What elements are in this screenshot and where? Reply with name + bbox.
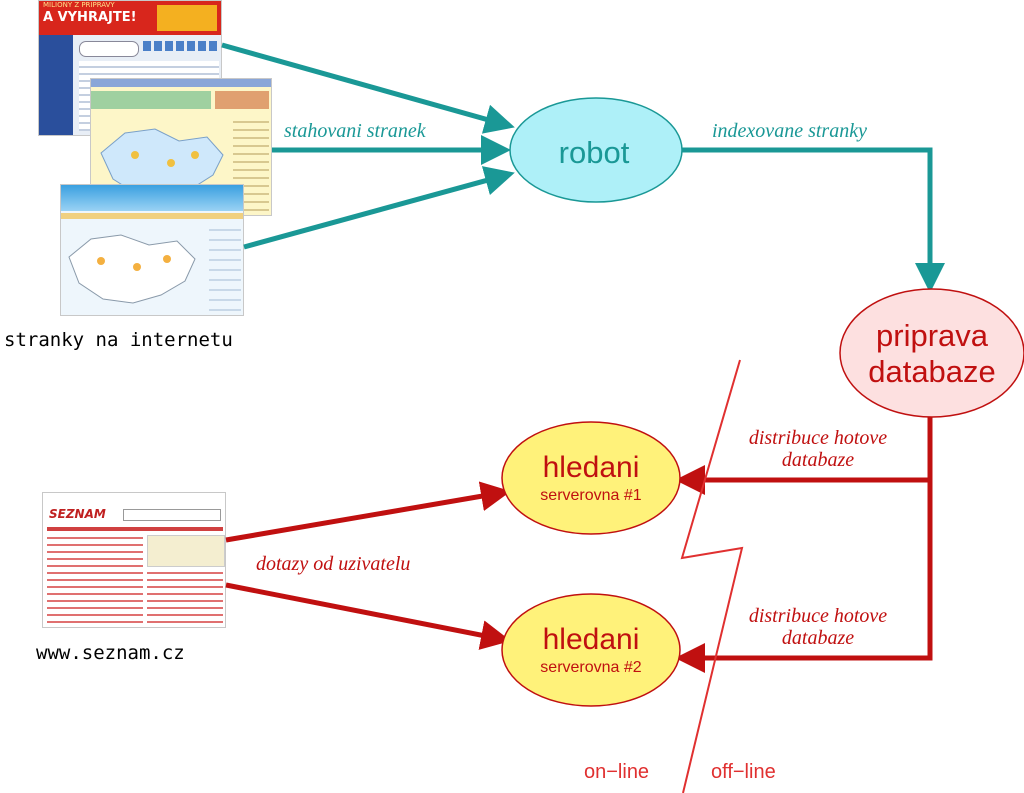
label-distribution-2b: databaze xyxy=(782,627,854,649)
webpage-thumbnail-seznam: SEZNAM xyxy=(42,492,226,628)
label-distribution-1b: databaze xyxy=(782,449,854,471)
thumbnail-banner-text: A VYHRAJTE! xyxy=(43,10,137,25)
thumbnail-banner: MILIONY Z PRIPRAVY A VYHRAJTE! xyxy=(39,1,221,35)
arrow-query-1 xyxy=(225,481,511,543)
thumbnail-header xyxy=(91,79,271,87)
thumbnail-header xyxy=(61,185,243,211)
arrow-download-3 xyxy=(243,166,515,250)
arrow-download-1 xyxy=(221,42,515,134)
node-search-2-title: hledani xyxy=(543,623,640,656)
thumbnail-nav xyxy=(61,213,243,219)
thumbnail-links-left xyxy=(47,535,143,623)
node-search-1 xyxy=(501,421,681,535)
thumbnail-map xyxy=(68,234,196,304)
thumbnail-box xyxy=(147,535,225,567)
thumbnail-logo-bar xyxy=(91,91,211,109)
node-search-2 xyxy=(501,593,681,707)
thumbnail-links-right xyxy=(147,571,223,623)
label-queries: dotazy od uzivatelu xyxy=(256,553,410,575)
node-robot xyxy=(509,97,683,203)
node-database-label-2: databaze xyxy=(868,354,996,389)
node-database xyxy=(839,288,1024,418)
node-search-1-title: hledani xyxy=(543,451,640,484)
label-online: on−line xyxy=(584,761,649,783)
thumbnail-sidebar xyxy=(39,35,73,135)
node-database-label-1: priprava xyxy=(876,318,989,353)
node-search-1-sub: serverovna #1 xyxy=(540,487,641,504)
label-offline: off−line xyxy=(711,761,776,783)
arrow-query-2 xyxy=(225,582,511,650)
caption-internet-pages: stranky na internetu xyxy=(4,329,233,351)
thumbnail-search-box xyxy=(123,509,221,521)
node-search-2-sub: serverovna #2 xyxy=(540,659,641,676)
thumbnail-sidebar-links xyxy=(209,225,241,311)
thumbnail-banner-top: MILIONY Z PRIPRAVY xyxy=(43,1,115,9)
thumbnail-logo xyxy=(79,41,139,57)
caption-seznam: www.seznam.cz xyxy=(36,642,185,664)
thumbnail-banner-photo xyxy=(157,5,217,31)
thumbnail-ad xyxy=(215,91,269,109)
online-offline-divider xyxy=(680,359,744,793)
label-distribution-1a: distribuce hotove xyxy=(749,427,887,449)
thumbnail-divider xyxy=(47,527,223,531)
label-download: stahovani stranek xyxy=(284,120,427,142)
thumbnail-seznam-logo: SEZNAM xyxy=(49,507,106,521)
label-indexed: indexovane stranky xyxy=(712,120,867,142)
node-robot-label: robot xyxy=(559,135,630,170)
arrow-indexed xyxy=(682,147,945,293)
thumbnail-nav xyxy=(143,41,219,51)
arrow-distribution-2 xyxy=(675,480,933,673)
webpage-thumbnail-forecast xyxy=(60,184,244,316)
label-distribution-2a: distribuce hotove xyxy=(749,605,887,627)
